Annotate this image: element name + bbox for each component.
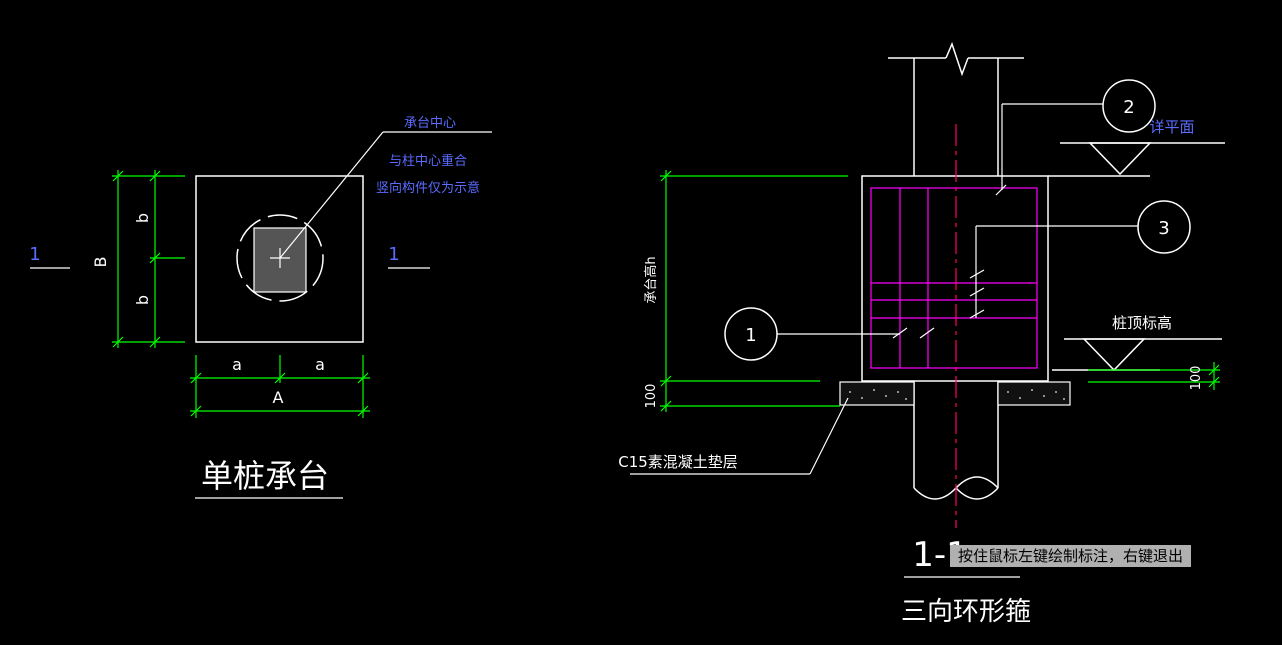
section-mark-right: 1 (388, 244, 430, 269)
section-subtitle: 三向环形箍 (901, 597, 1031, 627)
label-pile-top: 桩顶标高 (1112, 314, 1172, 332)
dim-A-label: A (273, 388, 284, 407)
rebar-cage (870, 187, 1038, 369)
center-leader (279, 131, 384, 259)
plan-title: 单桩承台 (201, 457, 329, 495)
section-mark-left: 1 (29, 244, 70, 269)
svg-text:1: 1 (745, 325, 756, 346)
svg-text:1: 1 (388, 244, 399, 265)
cap-outline (195, 175, 364, 343)
svg-text:3: 3 (1158, 218, 1169, 239)
status-tooltip: 按住鼠标左键绘制标注，右键退出 (950, 545, 1192, 567)
label-see-plan: 详平面 (1149, 118, 1194, 136)
leader-title: 承台中心 (404, 116, 456, 131)
column-above (888, 41, 1024, 176)
callout-2: 2 (1001, 79, 1156, 190)
plan-view: B b b a a A 1 1 承台中心 与柱中心重合 竖向构件仅为示意 单桩承… (29, 116, 492, 499)
cap-height-dimension (660, 170, 848, 412)
section-view: 1 2 3 详平面 桩顶标高 (618, 41, 1225, 627)
pile-circle (236, 214, 324, 302)
dim-b-bottom-label: b (133, 295, 152, 305)
dim-100-left: 100 (644, 384, 659, 409)
horizontal-dimensions (190, 355, 370, 418)
dim-a-left-label: a (232, 355, 242, 374)
vertical-dimensions (112, 170, 185, 348)
elevation-see-plan (1048, 142, 1225, 177)
note-line2: 竖向构件仅为示意 (376, 180, 480, 196)
label-cushion: C15素混凝土垫层 (618, 453, 738, 471)
dim-b-top-label: b (133, 213, 152, 223)
dim-B-label: B (91, 257, 110, 268)
right-100-dimension (1088, 362, 1220, 390)
svg-text:2: 2 (1123, 97, 1134, 118)
callout-1: 1 (724, 307, 900, 361)
cap-section-outline (861, 175, 1049, 382)
cushion-layer (839, 381, 1071, 406)
dim-100-right: 100 (1189, 366, 1204, 391)
svg-text:1: 1 (29, 244, 40, 265)
label-cap-height: 承台高h (643, 256, 659, 303)
note-line1: 与柱中心重合 (389, 153, 467, 169)
elevation-pile-top (1052, 338, 1222, 372)
callout-3: 3 (975, 200, 1191, 318)
dim-a-right-label: a (315, 355, 325, 374)
